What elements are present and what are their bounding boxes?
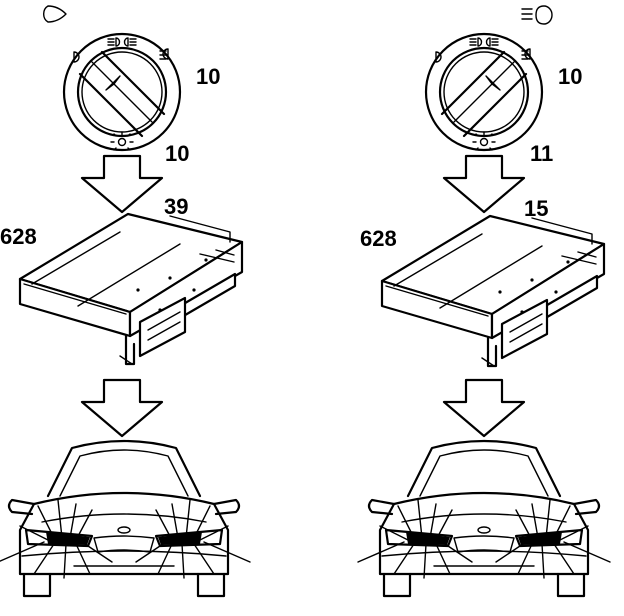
right-headlamp-switch xyxy=(424,5,553,152)
left-module-pin: 39 xyxy=(164,194,188,219)
left-module-label: 628 xyxy=(0,224,37,249)
right-module-pin: 15 xyxy=(524,196,548,221)
right-control-module xyxy=(380,214,606,368)
right-car-headlamps-on xyxy=(356,439,612,598)
right-switch-pin: 11 xyxy=(530,141,553,166)
left-headlamp-switch xyxy=(42,5,182,152)
left-switch-pin: 10 xyxy=(165,141,189,166)
left-arrow-to-module xyxy=(80,154,164,214)
left-car-headlamps-on xyxy=(0,439,252,598)
right-arrow-to-car xyxy=(442,378,526,438)
right-module-label: 628 xyxy=(360,226,397,251)
left-switch-label: 10 xyxy=(196,64,220,89)
left-arrow-to-car xyxy=(80,378,164,438)
right-arrow-to-module xyxy=(442,154,526,214)
left-control-module xyxy=(18,212,244,366)
right-switch-label: 10 xyxy=(558,64,582,89)
